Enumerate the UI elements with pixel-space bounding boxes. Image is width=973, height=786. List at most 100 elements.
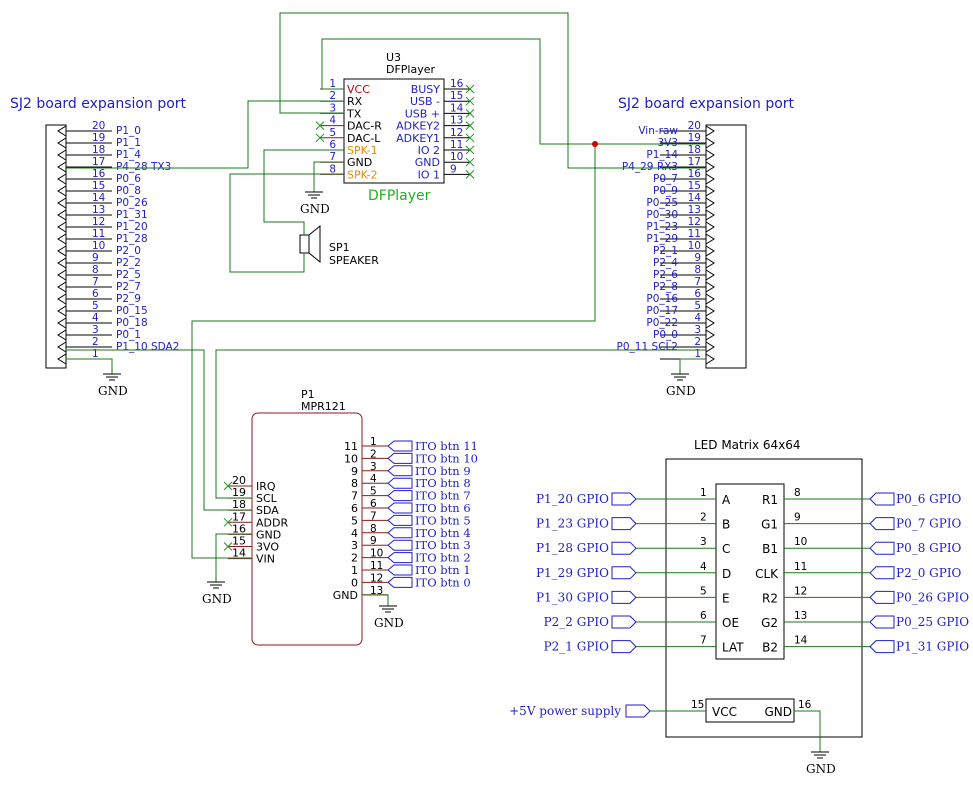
pin-label: P0_30 xyxy=(646,209,678,221)
mpr121-value: MPR121 xyxy=(301,400,346,413)
no-connect-icon xyxy=(465,96,475,106)
dfplayer-name: DFPlayer xyxy=(368,188,431,204)
pin-number: 4 xyxy=(92,312,99,324)
connector-tooth xyxy=(57,125,67,137)
pin-label: B2 xyxy=(762,641,778,655)
pin-number: 4 xyxy=(694,312,701,324)
pin-label: G1 xyxy=(761,518,778,532)
pin-number: 13 xyxy=(92,204,105,216)
pin-number: 2 xyxy=(700,512,707,524)
net-flag-icon xyxy=(611,640,637,654)
pin-label: 2 xyxy=(351,552,358,565)
x-stroke xyxy=(315,121,325,130)
pin-number: 16 xyxy=(798,699,812,711)
pin-number: 16 xyxy=(688,168,702,180)
connector-tooth xyxy=(705,329,715,341)
net-flag-icon xyxy=(387,502,413,514)
pin-number: 5 xyxy=(329,127,336,139)
ground-label: GND xyxy=(300,202,330,216)
pin-number: 3 xyxy=(694,324,701,336)
connector-tooth xyxy=(705,281,715,293)
pin-label: P1_29 xyxy=(646,233,678,245)
pin-label: GND xyxy=(764,705,792,719)
pin-number: 5 xyxy=(700,585,707,597)
pin-number: 7 xyxy=(329,151,336,163)
pin-label: 9 xyxy=(351,465,358,478)
connector-tooth xyxy=(705,233,715,245)
pin-label: P0_25 xyxy=(646,197,678,209)
connector-tooth xyxy=(57,341,67,353)
net-label: ITO btn 1 xyxy=(415,563,471,577)
net-flag-icon xyxy=(869,615,895,629)
connector-tooth xyxy=(705,305,715,317)
dfplayer-value: DFPlayer xyxy=(386,63,436,76)
pin-label: Vin-raw xyxy=(638,125,678,137)
pin-number: 9 xyxy=(794,512,801,524)
connector-tooth xyxy=(705,269,715,281)
pin-label: P0_1 xyxy=(116,329,141,341)
pin-number: 17 xyxy=(92,156,105,168)
pin-label: BUSY xyxy=(411,83,441,96)
pin-number: 12 xyxy=(370,572,383,584)
connector-tooth xyxy=(705,173,715,185)
net-flag-icon xyxy=(387,477,413,489)
no-connect-icon xyxy=(223,542,233,551)
pin-label: P2_7 xyxy=(116,281,141,293)
net-flag-icon xyxy=(387,465,413,477)
pin-number: 20 xyxy=(232,474,246,487)
pin-number: 12 xyxy=(688,216,701,228)
pin-label: P0_7 xyxy=(653,173,678,185)
pin-number: 15 xyxy=(232,535,246,548)
pin-label: GND xyxy=(347,156,372,169)
net-label: ITO btn 0 xyxy=(415,575,471,589)
connector-tooth xyxy=(705,137,715,149)
pin-number: 1 xyxy=(329,78,336,90)
pin-number: 5 xyxy=(92,300,99,312)
connector-tooth xyxy=(705,185,715,197)
pin-label: IRQ xyxy=(256,480,276,493)
pin-number: 14 xyxy=(232,547,246,560)
pin-label: P4_28 TX3 xyxy=(116,161,171,173)
right-port-title: SJ2 board expansion port xyxy=(618,96,795,112)
connector-tooth xyxy=(705,293,715,305)
pin-number: 8 xyxy=(370,523,377,535)
pin-number: 6 xyxy=(92,288,99,300)
connector-tooth xyxy=(705,317,715,329)
pin-label: 3 xyxy=(351,539,358,552)
x-stroke xyxy=(465,157,475,167)
pin-number: 3 xyxy=(329,102,336,114)
pin-label: B1 xyxy=(762,542,778,556)
no-connect-icon xyxy=(315,133,325,143)
pin-label: TX xyxy=(346,107,362,120)
x-stroke xyxy=(223,481,233,491)
connector-tooth xyxy=(705,341,715,353)
net-flag-icon xyxy=(387,490,413,502)
connector-tooth xyxy=(57,185,67,197)
pin-number: 4 xyxy=(370,473,377,485)
net-flag-icon xyxy=(387,576,413,588)
net-label: P1_30 GPIO xyxy=(536,590,609,604)
net-flag-icon xyxy=(869,640,895,654)
pin-number: 12 xyxy=(92,216,105,228)
connector-tooth xyxy=(57,149,67,161)
no-connect-icon xyxy=(465,121,475,130)
pin-label: GND xyxy=(256,528,281,541)
pin-number: 13 xyxy=(794,610,807,622)
ground-label: GND xyxy=(666,384,696,398)
pin-number: 19 xyxy=(92,132,105,144)
net-label: ITO btn 8 xyxy=(415,476,471,490)
pin-label: P0_22 xyxy=(646,317,678,329)
pin-label: USB + xyxy=(405,107,440,120)
ground-label: GND xyxy=(98,384,128,398)
pin-number: 8 xyxy=(92,264,99,276)
pin-label: 11 xyxy=(344,440,358,453)
net-flag-icon xyxy=(387,527,413,539)
pin-label: P0_8 xyxy=(116,185,141,197)
ground-icon: GND xyxy=(202,581,232,606)
net-flag-icon xyxy=(869,517,895,531)
connector-tooth xyxy=(57,197,67,209)
pin-number: 2 xyxy=(329,90,336,102)
net-flag-icon xyxy=(387,552,413,564)
pin-label: 7 xyxy=(351,490,358,503)
